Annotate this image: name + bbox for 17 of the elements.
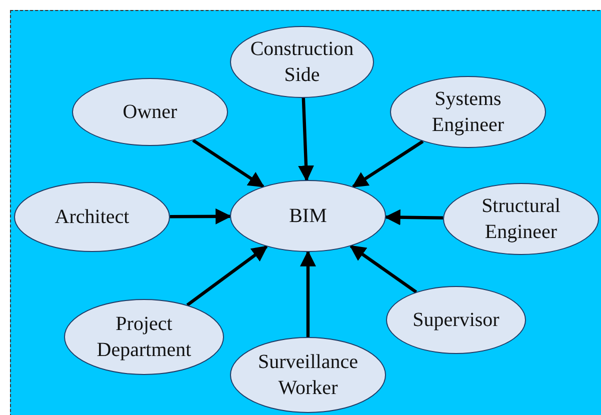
- node-label: Systems Engineer: [430, 87, 506, 138]
- node-label: Surveillance Worker: [257, 350, 359, 401]
- arrow: [300, 250, 316, 337]
- node-label: Project Department: [96, 312, 192, 363]
- arrow: [350, 244, 418, 294]
- arrow: [384, 209, 444, 226]
- arrow: [186, 245, 268, 306]
- arrow: [170, 208, 232, 224]
- node-label: Owner: [122, 100, 178, 125]
- node-label: Construction Side: [249, 37, 355, 88]
- arrow: [352, 140, 424, 188]
- node-label: Supervisor: [412, 308, 500, 333]
- arrow: [192, 139, 265, 188]
- node-label: Architect: [54, 205, 130, 230]
- arrow: [298, 98, 314, 182]
- node-label: BIM: [288, 204, 328, 229]
- node-label: Structural Engineer: [480, 194, 562, 245]
